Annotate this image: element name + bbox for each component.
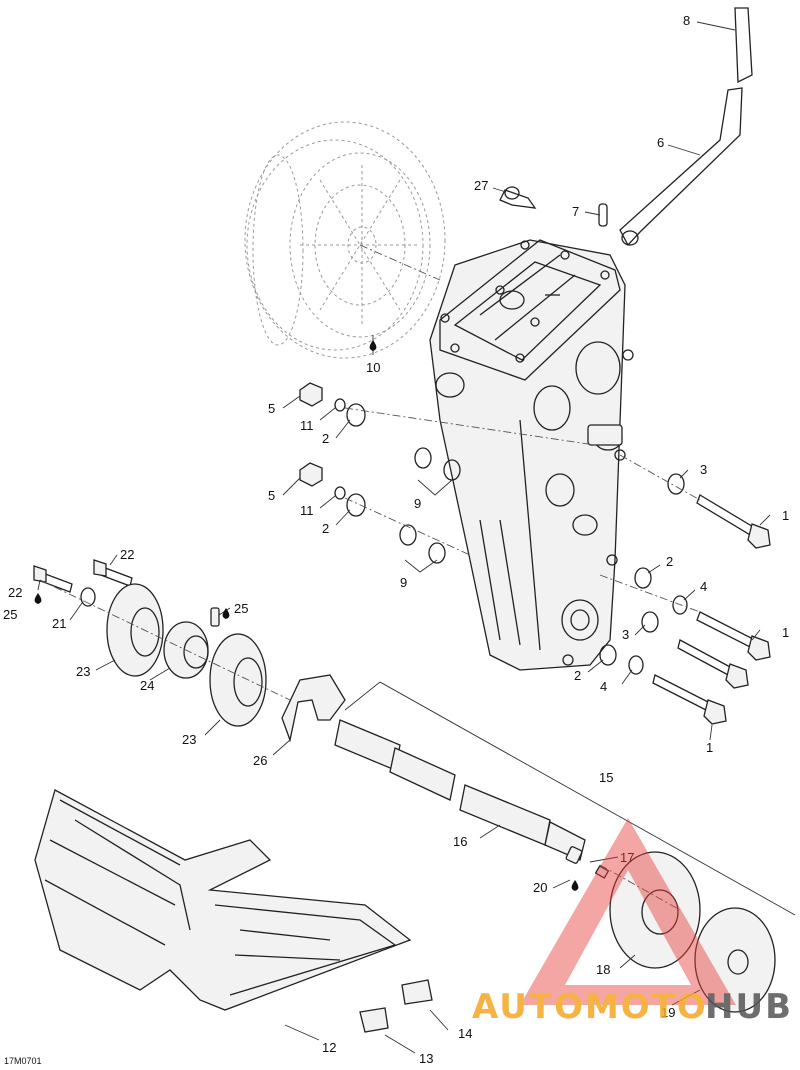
callout-19: 19 [661,1005,675,1020]
callout-2: 2 [322,521,329,536]
callout-1: 1 [782,508,789,523]
lubricant-drop-icon [222,608,230,619]
callout-13: 13 [419,1051,433,1066]
callout-2: 2 [574,668,581,683]
callout-7: 7 [572,204,579,219]
callout-22: 22 [8,585,22,600]
callout-2: 2 [666,554,673,569]
callout-21: 21 [52,616,66,631]
callout-10: 10 [366,360,380,375]
callout-27: 27 [474,178,488,193]
callout-9: 9 [400,575,407,590]
triangle-logo-icon [520,818,736,1005]
callout-1: 1 [706,740,713,755]
callout-20: 20 [533,880,547,895]
callout-14: 14 [458,1026,472,1041]
fasteners-right [599,473,771,725]
callout-1: 1 [782,625,789,640]
callout-23: 23 [182,732,196,747]
watermark-brand-part2: HUB [705,987,793,1027]
callout-9: 9 [414,496,421,511]
watermark-brand-part1: AUTOMOTO [472,987,708,1027]
callout-2: 2 [322,431,329,446]
driven-pulley-ghost [244,121,446,359]
track-belt [34,789,433,1033]
watermark-logo: AUTOMOTO HUB [472,818,793,1027]
drain-plug-lever [499,7,753,247]
callout-8: 8 [683,13,690,28]
callout-25: 25 [234,601,248,616]
callout-23: 23 [76,664,90,679]
drive-axle [281,674,586,864]
callout-11: 11 [300,503,314,518]
lubricant-drop-icon [34,593,42,604]
lubricant-drop-icon [571,880,579,891]
callout-17: 17 [620,850,634,865]
callout-16: 16 [453,834,467,849]
callout-11: 11 [300,418,314,433]
callout-5: 5 [268,488,275,503]
drive-sprocket [594,851,776,1013]
callout-labels: 8 6 27 7 10 5 11 2 9 3 1 5 11 2 9 22 2 2… [3,13,789,1066]
callout-5: 5 [268,401,275,416]
callout-12: 12 [322,1040,336,1055]
callout-18: 18 [596,962,610,977]
leader-lines [37,21,771,1054]
lubricant-drop-icon [369,340,377,351]
callout-26: 26 [253,753,267,768]
callout-22: 22 [120,547,134,562]
bearing-assembly-left [33,559,267,727]
figure-code: 17M0701 [4,1056,42,1066]
callout-6: 6 [657,135,664,150]
fasteners-left [299,382,461,564]
callout-3: 3 [622,627,629,642]
callout-25: 25 [3,607,17,622]
callout-4: 4 [600,679,607,694]
callout-4: 4 [700,579,707,594]
callout-24: 24 [140,678,154,693]
callout-3: 3 [700,462,707,477]
callout-15: 15 [599,770,613,785]
chaincase-housing [429,239,634,671]
axis-lines [39,244,796,916]
